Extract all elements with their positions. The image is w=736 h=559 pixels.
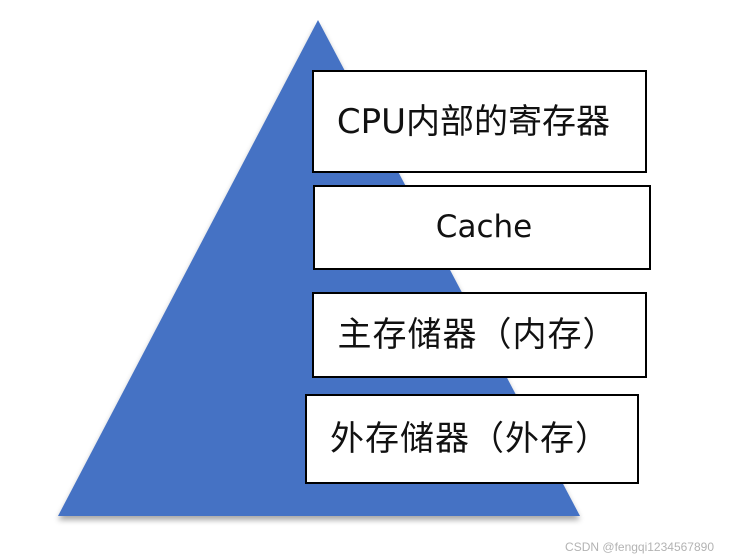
layer-label-external-storage: 外存储器（外存） — [330, 419, 610, 459]
layer-label-cache: Cache — [435, 209, 533, 245]
layer-box-cpu-registers: CPU内部的寄存器 — [312, 70, 647, 173]
layer-box-cache: Cache — [313, 185, 651, 270]
layer-label-cpu-registers: CPU内部的寄存器 — [336, 101, 611, 142]
watermark-text: CSDN @fengqi1234567890 — [565, 540, 714, 554]
layer-box-main-memory: 主存储器（内存） — [312, 292, 647, 378]
layer-label-main-memory: 主存储器（内存） — [337, 315, 618, 355]
layer-box-external-storage: 外存储器（外存） — [305, 394, 639, 484]
